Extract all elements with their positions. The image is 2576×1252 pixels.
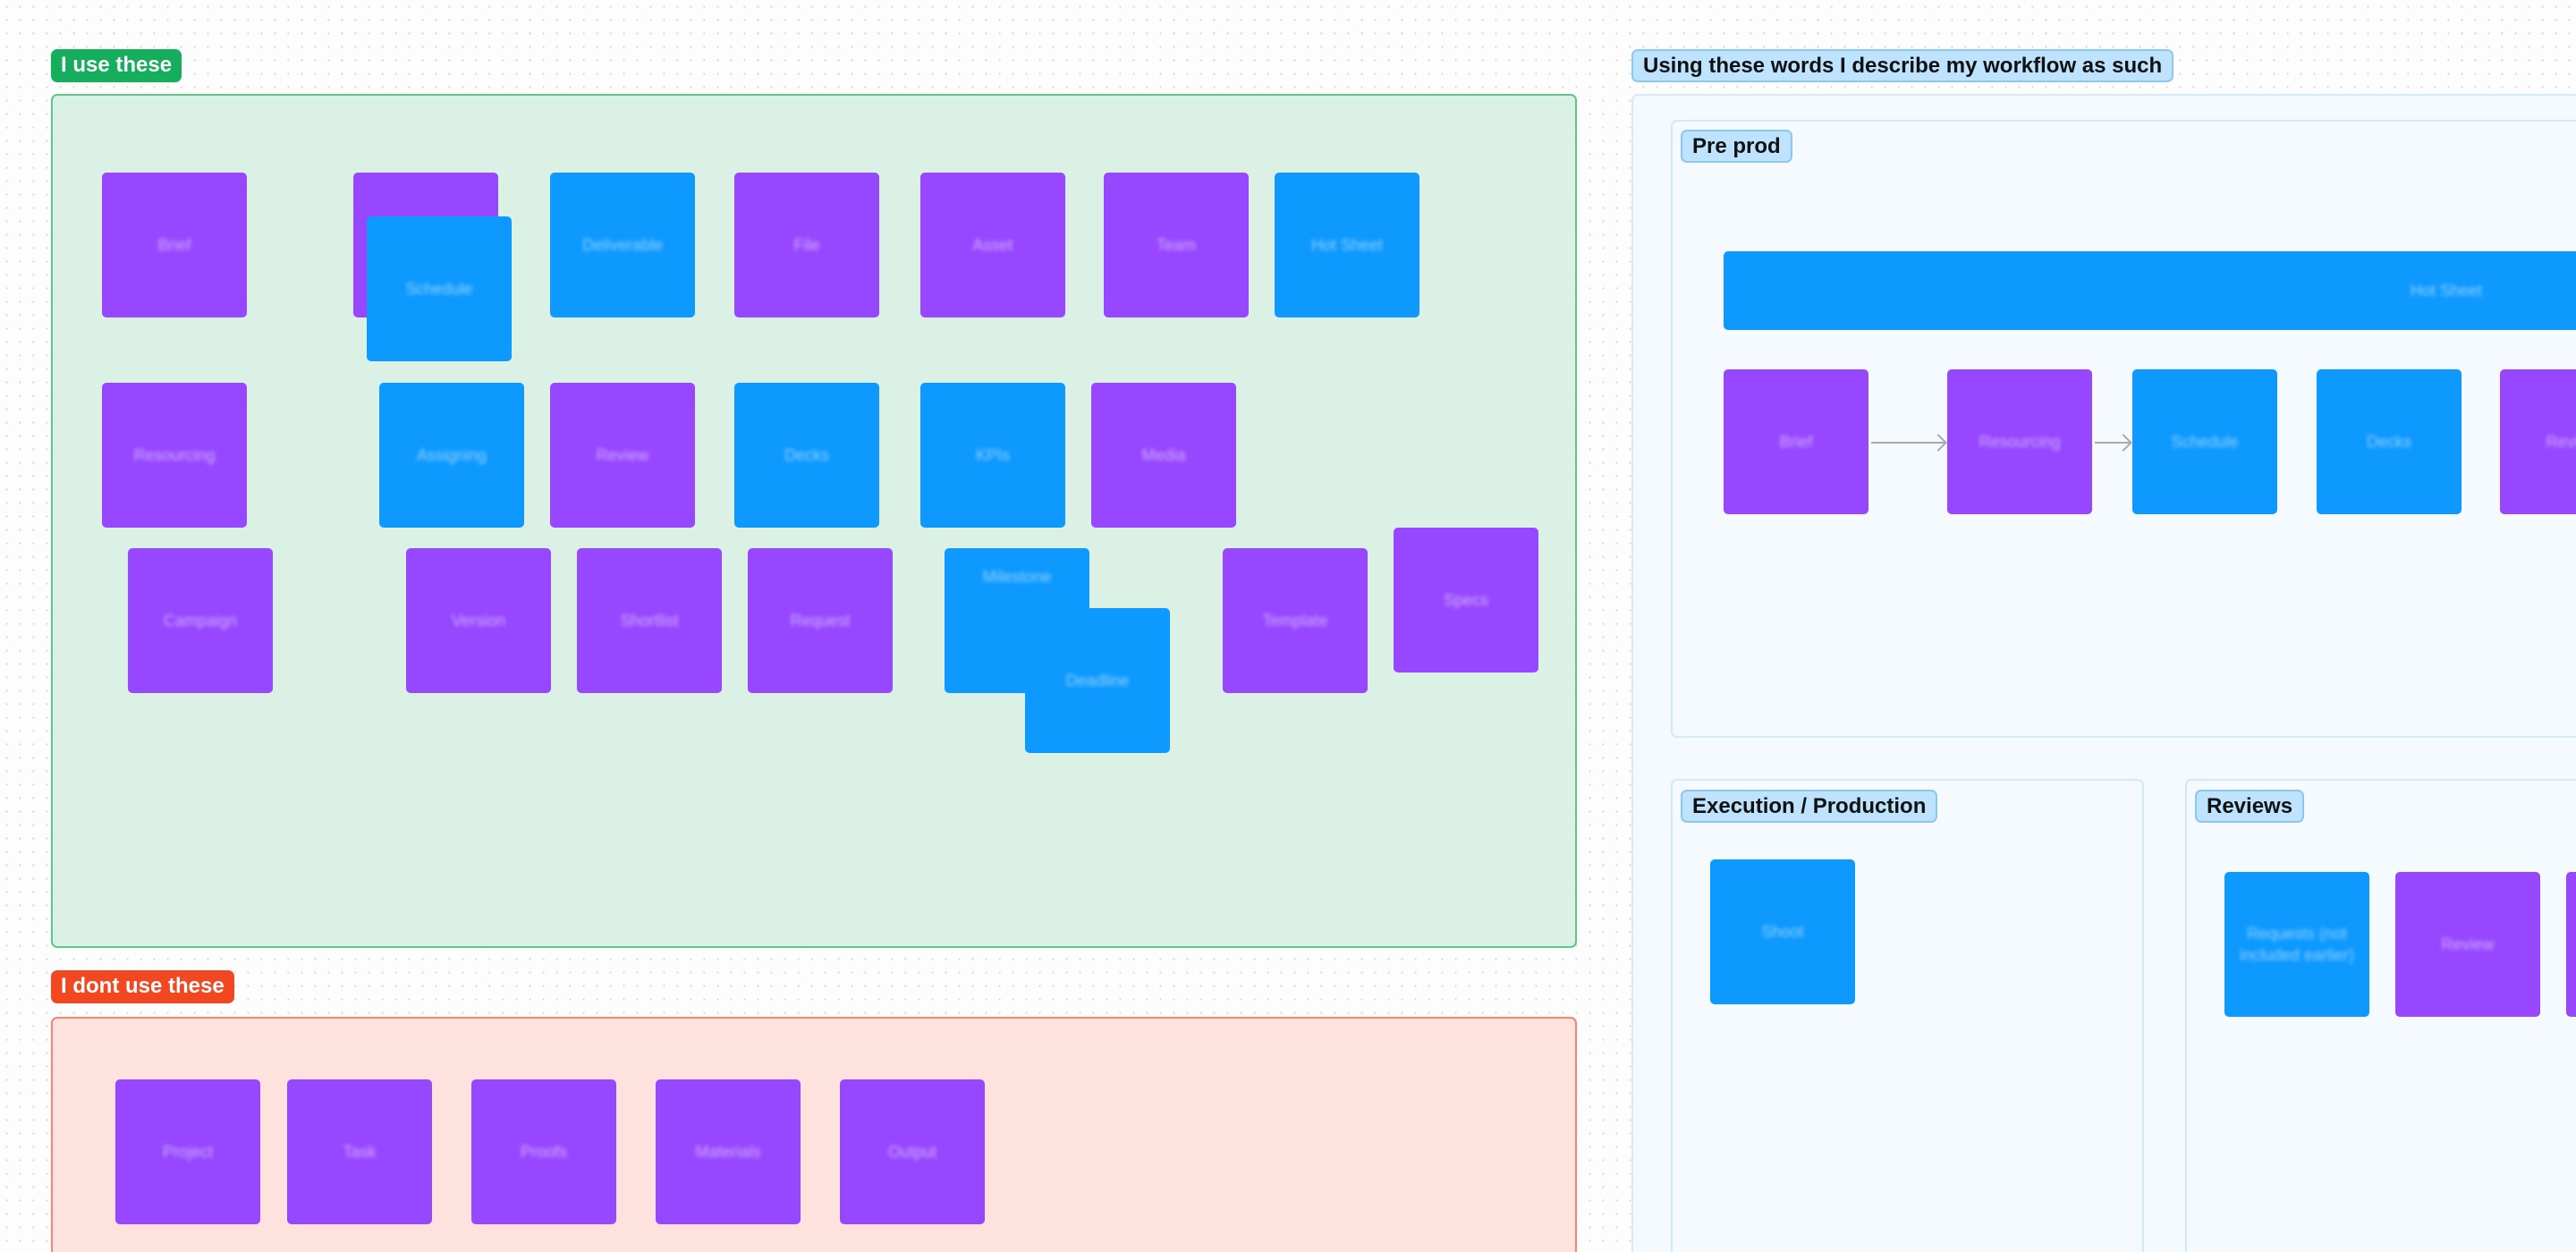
unused-section-frame[interactable] [51, 1017, 1577, 1252]
sticky-card[interactable]: Resourcing [102, 383, 247, 528]
card-label: KPIs [975, 446, 1010, 464]
sticky-card[interactable]: Materials [656, 1079, 801, 1224]
sticky-card[interactable]: Resourcing [1947, 369, 2092, 514]
sticky-card[interactable]: Request [748, 548, 893, 693]
unused-section-label[interactable]: I dont use these [51, 970, 234, 1003]
card-label: Schedule [2171, 433, 2239, 451]
sticky-card[interactable]: Deadline [1025, 608, 1170, 753]
sticky-card[interactable]: Requests (not included earlier) [2224, 872, 2369, 1017]
sticky-card[interactable]: Specs [1394, 528, 1538, 673]
sticky-card[interactable]: Decks [734, 383, 879, 528]
execution-frame[interactable] [1671, 779, 2144, 1252]
sticky-card[interactable]: Campaign [128, 548, 273, 693]
card-label: Task [343, 1143, 377, 1161]
reviews-label[interactable]: Reviews [2195, 790, 2305, 823]
card-label: Materials [695, 1143, 761, 1161]
card-label: Proofs [520, 1143, 568, 1161]
hot-sheet-bar[interactable]: Hot Sheet [1724, 251, 2576, 330]
execution-label[interactable]: Execution / Production [1681, 790, 1938, 823]
card-label: Version [451, 612, 506, 630]
card-label: Decks [2366, 433, 2411, 451]
card-label: Schedule [405, 280, 473, 298]
used-section-label[interactable]: I use these [51, 49, 182, 82]
card-label: Assigning [416, 446, 487, 464]
card-label: Review [596, 446, 649, 464]
sticky-card[interactable] [2566, 872, 2576, 1017]
sticky-card[interactable]: Media [1091, 383, 1236, 528]
sticky-card[interactable]: Decks [2317, 369, 2462, 514]
card-label: Hot Sheet [2411, 282, 2483, 300]
card-label: Deadline [1065, 672, 1130, 689]
sticky-card[interactable]: KPIs [920, 383, 1065, 528]
preprod-label[interactable]: Pre prod [1681, 130, 1792, 163]
sticky-card[interactable]: File [734, 173, 879, 317]
card-label: Project [162, 1143, 214, 1161]
card-label: Resourcing [1979, 433, 2061, 451]
sticky-card[interactable]: Schedule [367, 216, 512, 361]
card-label: Asset [972, 236, 1013, 254]
card-label: Team [1156, 236, 1196, 254]
card-label: Requests (not included earlier) [2239, 925, 2355, 964]
sticky-card[interactable]: Review [2500, 369, 2576, 514]
sticky-card[interactable]: Project [115, 1079, 260, 1224]
sticky-card[interactable]: Assigning [379, 383, 524, 528]
card-label: Campaign [163, 612, 238, 630]
arrow-connector[interactable] [1871, 442, 1945, 444]
card-label: Hot Sheet [1310, 236, 1384, 254]
card-label: Review [2441, 935, 2495, 953]
card-label: Milestone [982, 568, 1052, 586]
card-label: Brief [1779, 433, 1813, 451]
card-label: Shortlist [620, 612, 679, 630]
sticky-card[interactable]: Proofs [471, 1079, 616, 1224]
card-label: Request [790, 612, 851, 630]
card-label: Resourcing [133, 446, 216, 464]
sticky-card[interactable]: Deliverable [550, 173, 695, 317]
sticky-card[interactable]: Hot Sheet [1275, 173, 1419, 317]
card-label: Deliverable [581, 236, 664, 254]
sticky-card[interactable]: Version [406, 548, 551, 693]
sticky-card[interactable]: Shortlist [577, 548, 722, 693]
card-label: File [793, 236, 820, 254]
sticky-card[interactable]: Brief [1724, 369, 1868, 514]
sticky-card[interactable]: Output [840, 1079, 985, 1224]
sticky-card[interactable]: Asset [920, 173, 1065, 317]
arrow-connector[interactable] [2095, 442, 2131, 444]
card-label: Media [1141, 446, 1186, 464]
card-label: Review [2546, 433, 2576, 451]
card-label: Shoot [1761, 923, 1804, 941]
sticky-card[interactable]: Template [1223, 548, 1368, 693]
card-label: Brief [157, 236, 191, 254]
card-label: Template [1262, 612, 1328, 630]
sticky-card[interactable]: Brief [102, 173, 247, 317]
sticky-card[interactable]: Schedule [2132, 369, 2277, 514]
sticky-card[interactable]: Review [550, 383, 695, 528]
workflow-section-label[interactable]: Using these words I describe my workflow… [1631, 49, 2174, 82]
sticky-card[interactable]: Team [1104, 173, 1249, 317]
sticky-card[interactable]: Task [287, 1079, 432, 1224]
sticky-card[interactable]: Review [2395, 872, 2540, 1017]
card-label: Specs [1443, 591, 1489, 609]
card-label: Output [887, 1143, 937, 1161]
card-label: Decks [784, 446, 829, 464]
sticky-card[interactable]: Shoot [1710, 859, 1855, 1004]
